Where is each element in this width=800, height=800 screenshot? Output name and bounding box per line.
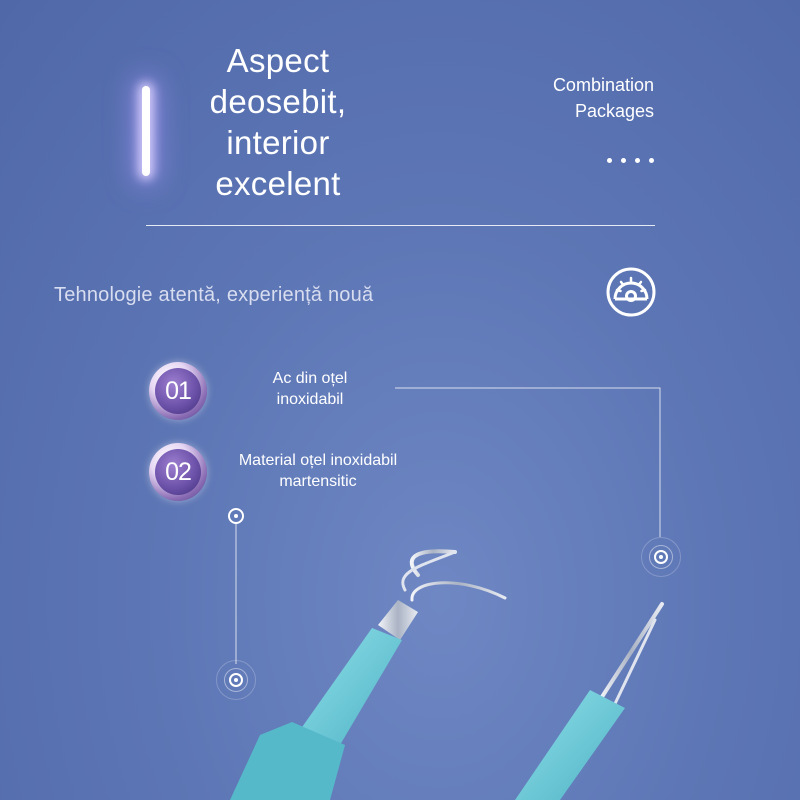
feature-badge-01: 01 [149, 362, 207, 420]
headline: Aspect deosebit, interior excelent [180, 40, 376, 204]
feature-02-line-1: Material oțel inoxidabil [238, 452, 398, 469]
headline-line-3: interior [226, 124, 330, 161]
pointed-tweezers [515, 602, 664, 800]
target-icon-left [216, 660, 256, 700]
headline-line-2: deosebit, [209, 83, 347, 120]
feature-text-01: Ac din oțel inoxidabil [240, 368, 380, 410]
tagline: Tehnologie atentă, experiență nouă [54, 284, 374, 306]
target-icon-right [641, 537, 681, 577]
feature-number-01: 01 [155, 368, 201, 414]
headline-line-4: excelent [215, 165, 341, 202]
feature-number-02: 02 [155, 449, 201, 495]
hook-tweezers [230, 549, 507, 800]
feature-02-line-2: martensitic [279, 473, 357, 490]
headline-line-1: Aspect [226, 42, 330, 79]
feature-text-02: Material oțel inoxidabil martensitic [218, 450, 418, 492]
ellipsis-dots [607, 158, 654, 163]
combo-line-1: Combination [552, 75, 654, 95]
glow-accent-bar [142, 86, 150, 176]
combination-packages-label: Combination Packages [553, 72, 654, 124]
feature-01-line-2: inoxidabil [276, 391, 344, 408]
combo-line-2: Packages [574, 101, 654, 121]
gauge-icon [606, 267, 656, 317]
connector-line-1 [395, 387, 661, 537]
dot-icon [228, 508, 244, 524]
feature-badge-02: 02 [149, 443, 207, 501]
header-divider [146, 225, 655, 226]
feature-01-line-1: Ac din oțel [272, 370, 348, 387]
